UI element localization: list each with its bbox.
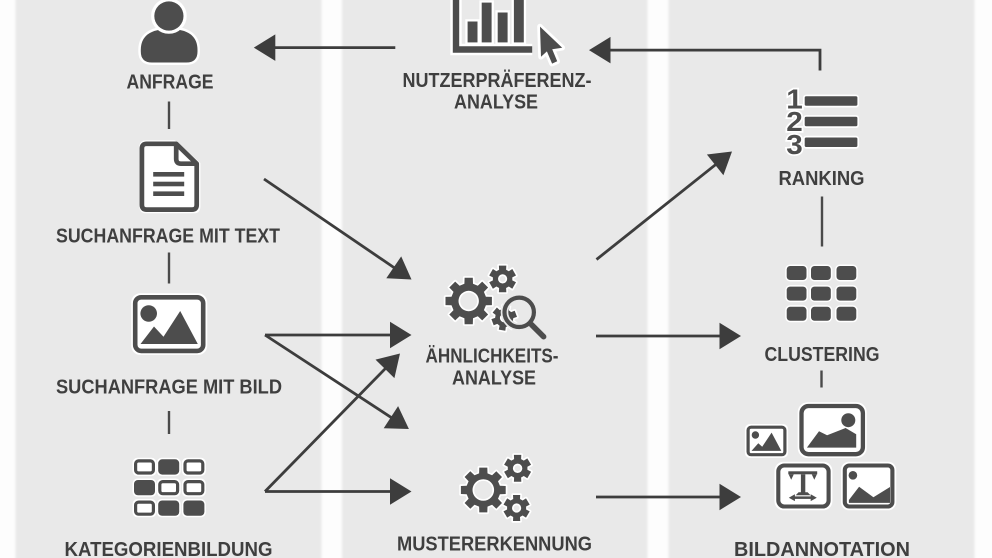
svg-text:NUTZERPRÄFERENZ-: NUTZERPRÄFERENZ-	[403, 69, 592, 92]
svg-text:2: 2	[786, 106, 803, 137]
svg-text:1: 1	[786, 83, 803, 114]
svg-text:SUCHANFRAGE MIT BILD: SUCHANFRAGE MIT BILD	[56, 377, 282, 399]
svg-text:SUCHANFRAGE MIT TEXT: SUCHANFRAGE MIT TEXT	[56, 225, 280, 247]
svg-text:ANALYSE: ANALYSE	[454, 92, 538, 114]
svg-text:ANALYSE: ANALYSE	[452, 367, 536, 389]
svg-text:CLUSTERING: CLUSTERING	[765, 344, 880, 366]
svg-text:ANFRAGE: ANFRAGE	[127, 72, 214, 94]
svg-text:MUSTERERKENNUNG: MUSTERERKENNUNG	[397, 533, 592, 555]
svg-text:BILDANNOTATION: BILDANNOTATION	[734, 539, 910, 558]
svg-text:3: 3	[786, 129, 803, 160]
svg-text:KATEGORIENBILDUNG: KATEGORIENBILDUNG	[65, 539, 273, 558]
svg-text:ÄHNLICHKEITS-: ÄHNLICHKEITS-	[426, 344, 559, 367]
svg-text:RANKING: RANKING	[779, 168, 865, 190]
